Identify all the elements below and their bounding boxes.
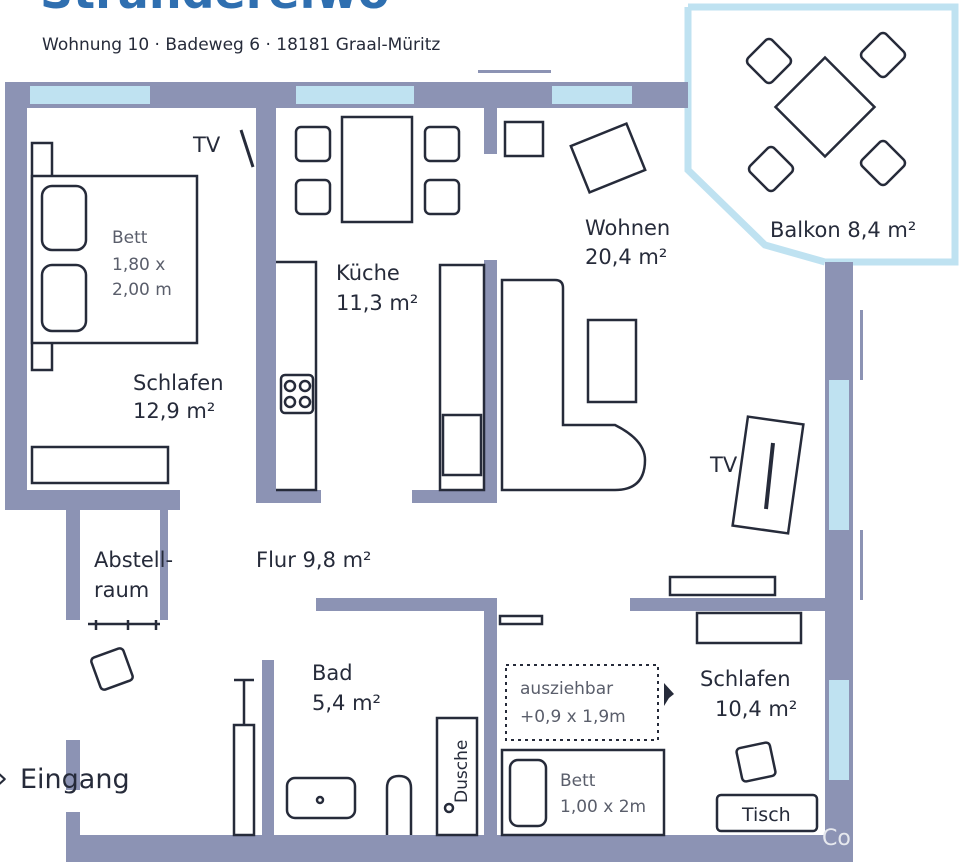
- sofa-bed-label-2: +0,9 x 1,9m: [520, 707, 626, 727]
- kitchen-counter: [276, 260, 486, 492]
- room-kueche-name: Küche: [336, 261, 400, 285]
- room-bad-area: 5,4 m²: [312, 691, 381, 715]
- bed-large-label-3: 2,00 m: [112, 280, 172, 300]
- bed-large-label-2: 1,80 x: [112, 255, 165, 275]
- header-divider: [478, 70, 551, 73]
- room-kueche-area: 11,3 m²: [336, 291, 418, 315]
- dresser: [30, 445, 170, 485]
- corner-watermark: Co: [822, 826, 851, 851]
- entrance-label: Eingang: [20, 764, 130, 795]
- bed-large: [30, 141, 199, 372]
- storage-rack: [88, 620, 160, 630]
- room-flur-label: Flur 9,8 m²: [256, 548, 371, 572]
- interior-walls: [160, 82, 828, 835]
- room-schlafen1-name: Schlafen: [133, 371, 224, 395]
- plan-title: Strandereiwo: [40, 0, 389, 19]
- room-balkon-label: Balkon 8,4 m²: [770, 218, 916, 242]
- room-abstell-line2: raum: [94, 578, 149, 602]
- room-wohnen-name: Wohnen: [585, 216, 670, 240]
- windows: [30, 86, 849, 780]
- living-furniture: [500, 120, 805, 535]
- room-schlafen1-area: 12,9 m²: [133, 399, 215, 423]
- entrance-arrow-icon: ›: [0, 761, 8, 796]
- bathroom-fixtures: [232, 678, 479, 837]
- sofa-bed-label-1: ausziehbar: [520, 679, 613, 699]
- plan-subtitle: Wohnung 10 · Badeweg 6 · 18181 Graal-Mür…: [42, 35, 440, 55]
- shower-label: Dusche: [452, 740, 472, 803]
- tv-label-living: TV: [709, 453, 738, 477]
- bedroom2-furniture: [498, 575, 819, 837]
- bed-small-label-1: Bett: [560, 771, 596, 791]
- bed-small-label-2: 1,00 x 2m: [560, 797, 646, 817]
- room-abstell-line1: Abstell-: [94, 548, 173, 572]
- room-schlafen2-area: 10,4 m²: [715, 697, 797, 721]
- balcony-table-set: [745, 31, 907, 193]
- room-wohnen-area: 20,4 m²: [585, 245, 667, 269]
- room-schlafen2-name: Schlafen: [700, 667, 791, 691]
- bed-large-label-1: Bett: [112, 228, 148, 248]
- desk-label: Tisch: [741, 804, 791, 826]
- tv-label-bedroom: TV: [192, 133, 221, 157]
- door-arrow-icon: [664, 683, 674, 706]
- dining-set: [294, 115, 461, 224]
- tv-bedroom-icon: [239, 129, 255, 168]
- room-bad-name: Bad: [312, 661, 353, 685]
- storage-stool: [90, 647, 134, 691]
